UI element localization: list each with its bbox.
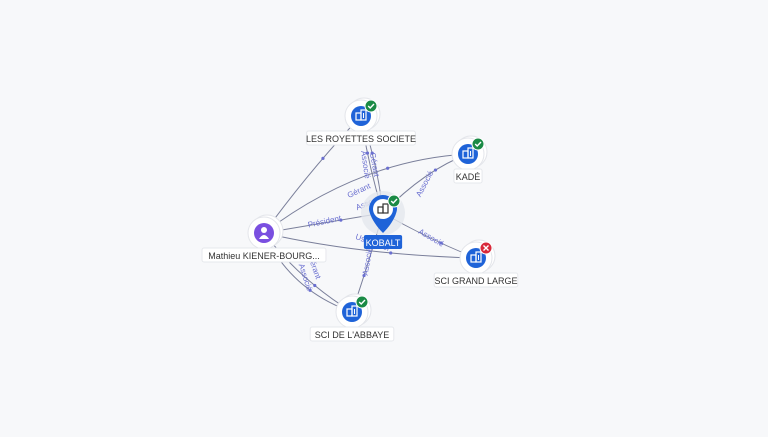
check-badge-icon bbox=[364, 99, 378, 113]
edge-label: Associé bbox=[359, 150, 372, 180]
edge-label: Associé bbox=[417, 227, 446, 249]
node-mathieu[interactable]: Mathieu KIENER-BOURG... bbox=[201, 214, 327, 263]
node-label-bg bbox=[433, 272, 519, 288]
node-royettes[interactable]: LES ROYETTES SOCIETE bbox=[306, 97, 416, 146]
node-label-bg bbox=[309, 326, 395, 342]
edge-arrow-icon bbox=[439, 241, 443, 245]
node-label: Mathieu KIENER-BOURG... bbox=[208, 251, 320, 261]
person-icon bbox=[259, 227, 269, 239]
edge-arrow-icon bbox=[313, 283, 317, 288]
edge-label: Président bbox=[307, 213, 343, 229]
edge-arrow-icon bbox=[433, 168, 438, 172]
edge-arrow-icon bbox=[321, 156, 325, 160]
edge-mathieu-grandlarge-3[interactable] bbox=[263, 232, 477, 259]
building-icon bbox=[355, 109, 367, 121]
check-badge-icon bbox=[471, 137, 485, 151]
node-label: KADÉ bbox=[456, 172, 481, 182]
edge-arrow-icon bbox=[386, 166, 390, 170]
node-abbaye[interactable]: SCI DE L'ABBAYE bbox=[309, 293, 395, 342]
edge-arrow-icon bbox=[362, 273, 366, 278]
edge-arrow-icon bbox=[339, 218, 343, 222]
edge-arrow-icon bbox=[365, 151, 370, 155]
node-kade[interactable]: KADÉ bbox=[451, 135, 488, 184]
edge-label: Associé bbox=[414, 169, 435, 198]
edge-arrow-icon bbox=[370, 151, 374, 155]
edge-mathieu-kade-2[interactable] bbox=[263, 153, 469, 234]
nodes-layer: KOBALT LES ROYETTES SOCIETE KADÉ SCI GRAND … bbox=[201, 97, 519, 342]
node-label-bg bbox=[201, 247, 327, 263]
check-badge-icon bbox=[355, 295, 369, 309]
edge-arrow-icon bbox=[308, 288, 312, 292]
building-icon bbox=[377, 203, 389, 214]
node-label-bg bbox=[453, 168, 483, 184]
node-label: KOBALT bbox=[366, 238, 401, 248]
node-label-bg bbox=[363, 235, 403, 249]
building-icon bbox=[462, 147, 474, 159]
edge-arrow-icon bbox=[389, 251, 393, 255]
building-icon bbox=[470, 251, 482, 263]
building-icon bbox=[346, 305, 358, 317]
node-label-bg bbox=[306, 130, 416, 146]
check-badge-icon bbox=[387, 194, 401, 208]
node-grandlarge[interactable]: SCI GRAND LARGE bbox=[433, 239, 519, 288]
node-label: SCI DE L'ABBAYE bbox=[315, 330, 390, 340]
node-label: LES ROYETTES SOCIETE bbox=[306, 134, 416, 144]
closed-badge-icon bbox=[479, 241, 493, 255]
node-label: SCI GRAND LARGE bbox=[434, 276, 517, 286]
edge-label: Gérant bbox=[368, 152, 381, 178]
node-kobalt[interactable]: KOBALT bbox=[361, 191, 405, 249]
edge-label: Associé bbox=[361, 246, 375, 276]
